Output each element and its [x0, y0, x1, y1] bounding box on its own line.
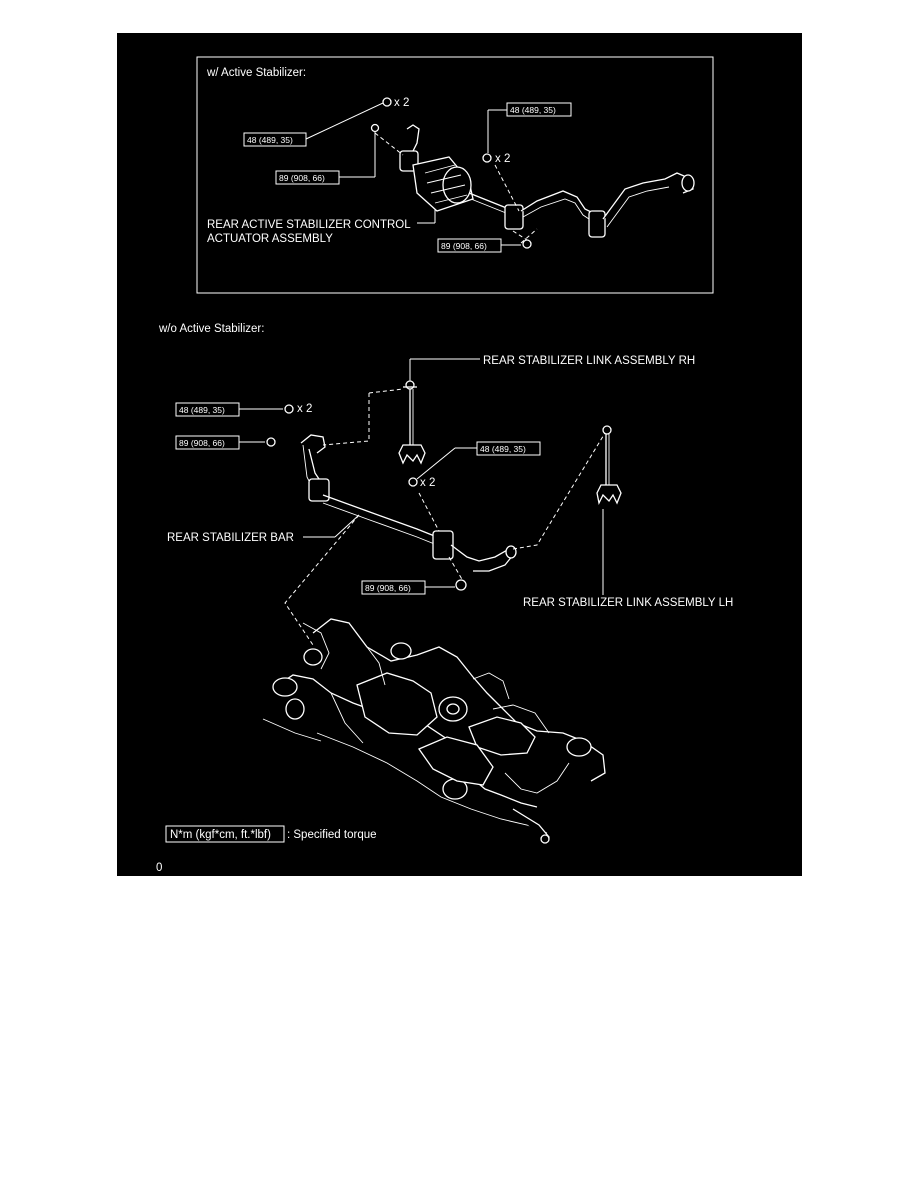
stabilizer-diagram: w/ Active Stabilizer: 48 (489, 35) x 2 8… — [156, 56, 733, 874]
nut-icon — [382, 97, 392, 107]
torque-legend-box — [165, 825, 285, 843]
diagram-panel: w/ Active Stabilizer: 48 (489, 35) x 2 8… — [117, 33, 802, 876]
qty-passive-upper-left: x 2 — [297, 403, 312, 415]
torque-value-active-top-right: 48 (489, 35) — [510, 105, 556, 115]
torque-legend-description: : Specified torque — [287, 829, 377, 841]
torque-value-passive-bottom: 89 (908, 66) — [365, 583, 411, 593]
torque-box-active-top-left — [243, 132, 307, 147]
stabilizer-bar-label: REAR STABILIZER BAR — [167, 532, 294, 544]
bolt-icon — [370, 123, 380, 133]
active-stabilizer-assembly — [399, 124, 695, 238]
actuator-label-line1: REAR ACTIVE STABILIZER CONTROL — [207, 219, 411, 231]
link-lh-label: REAR STABILIZER LINK ASSEMBLY LH — [523, 597, 733, 609]
torque-value-active-bottom: 89 (908, 66) — [441, 241, 487, 251]
nut-icon — [266, 437, 276, 447]
actuator-label-line2: ACTUATOR ASSEMBLY — [207, 233, 333, 245]
active-section-frame — [196, 56, 714, 294]
nut-icon — [455, 579, 467, 591]
qty-active-top-right: x 2 — [495, 153, 510, 165]
stabilizer-link-lh — [596, 425, 622, 505]
nut-icon — [408, 477, 418, 487]
torque-value-passive-upper-left: 48 (489, 35) — [179, 405, 225, 415]
stabilizer-bar-drawing — [300, 434, 517, 572]
torque-value-active-top-left: 48 (489, 35) — [247, 135, 293, 145]
nut-icon — [482, 153, 492, 163]
torque-value-passive-lower-left: 89 (908, 66) — [179, 438, 225, 448]
torque-legend-units: N*m (kgf*cm, ft.*lbf) — [170, 829, 271, 841]
page-number: 0 — [156, 862, 162, 874]
torque-value-active-mid-left: 89 (908, 66) — [279, 173, 325, 183]
rear-subframe-drawing — [262, 618, 606, 844]
qty-active-top-left: x 2 — [394, 97, 409, 109]
stabilizer-link-rh — [398, 380, 426, 465]
torque-value-passive-center: 48 (489, 35) — [480, 444, 526, 454]
nut-icon — [522, 239, 532, 249]
link-rh-label: REAR STABILIZER LINK ASSEMBLY RH — [483, 355, 695, 367]
passive-section-title: w/o Active Stabilizer: — [158, 323, 264, 335]
nut-icon — [284, 404, 294, 414]
active-section-title: w/ Active Stabilizer: — [206, 67, 306, 79]
qty-passive-center: x 2 — [420, 477, 435, 489]
